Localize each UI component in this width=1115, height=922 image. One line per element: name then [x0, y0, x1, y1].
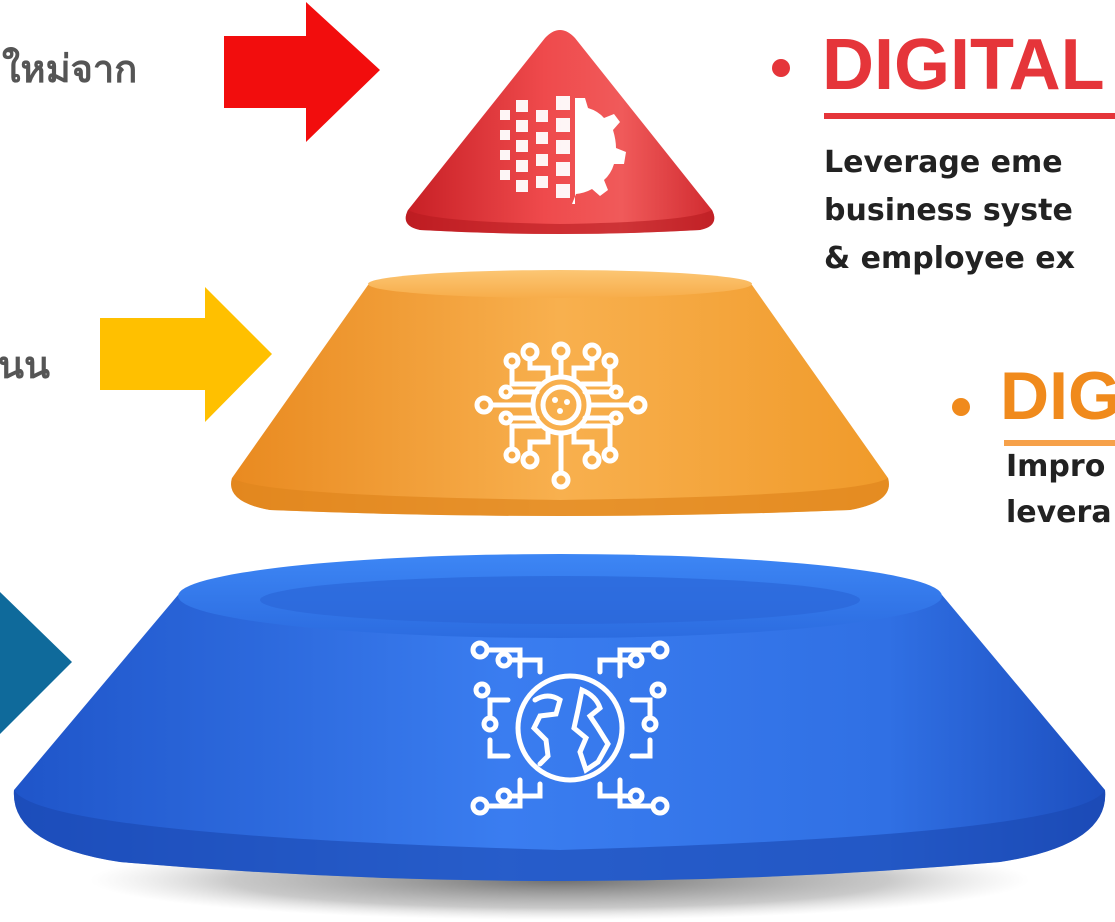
underline-red: [824, 113, 1115, 119]
tier-bottom: [13, 554, 1106, 881]
tier-middle: [231, 270, 889, 516]
desc-top-line-1: Leverage eme: [824, 145, 1063, 180]
desc-middle-line-1: Impro: [1006, 449, 1106, 484]
underline-orange: [1004, 440, 1115, 446]
desc-middle-line-2: levera: [1006, 495, 1112, 530]
bullet-orange: [952, 398, 970, 416]
heading-middle: DIG: [1000, 358, 1115, 434]
arrow-blue: [0, 592, 72, 734]
heading-top: DIGITAL: [822, 25, 1105, 105]
left-label-middle: นน: [0, 343, 50, 387]
bullet-red: [772, 59, 790, 77]
arrow-yellow: [100, 287, 272, 422]
left-label-top: ใหม่จาก: [2, 47, 138, 91]
arrow-red: [224, 2, 380, 142]
desc-top-line-2: business syste: [824, 193, 1073, 228]
desc-top-line-3: & employee ex: [824, 241, 1075, 276]
